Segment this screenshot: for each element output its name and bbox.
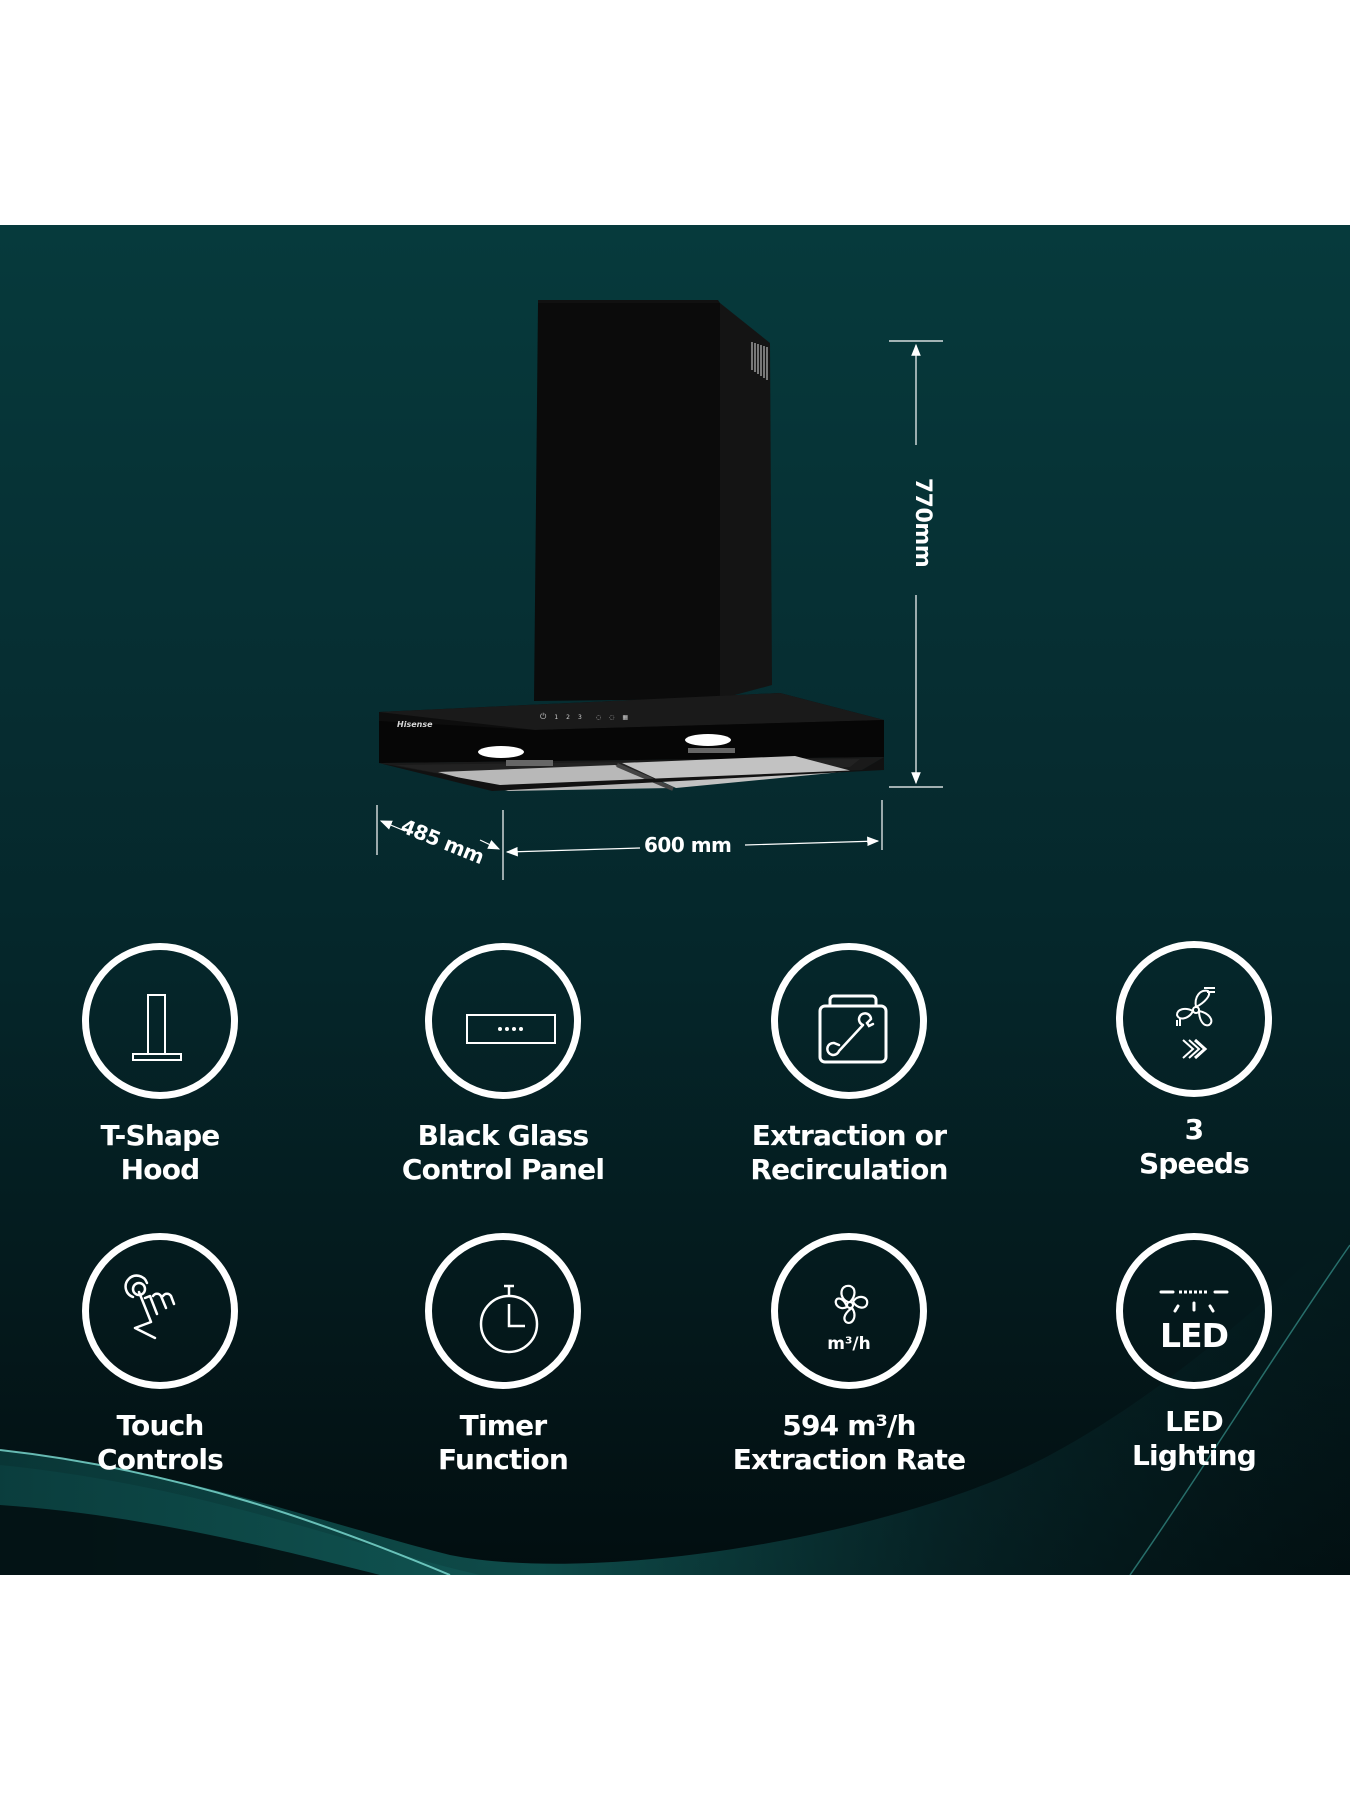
stopwatch-icon [479,1284,539,1354]
led-light-icon [1159,1290,1229,1313]
feature-circle [1116,941,1272,1097]
t-shape-hood-icon [132,994,182,1061]
range-hood-illustration [379,300,884,791]
feature-circle [82,1233,238,1389]
feature-circle: LED [1116,1233,1272,1389]
feature-circle: m³/h [771,1233,927,1389]
light-icon[interactable]: ◌ [595,713,602,721]
fan-speed-icon [1175,987,1215,1060]
fan-airflow-icon [834,1284,869,1324]
led-icon-text: LED [1160,1316,1229,1355]
feature-circle [82,943,238,1099]
decorative-wave [0,1225,1350,1575]
feature-circle [771,943,927,1099]
airflow-unit-label: m³/h [827,1334,871,1354]
hood-control-panel: ⏻ 1 2 3 ◌ ◌ ▦ [540,712,628,722]
speed-3-button[interactable]: 3 [577,713,582,721]
width-dimension-label: 600 mm [644,833,732,857]
feature-circle [425,1233,581,1389]
timer-icon[interactable]: ◌ [609,713,615,721]
touch-hand-icon [124,1274,176,1340]
dimension-lines [376,340,943,880]
speed-1-button[interactable]: 1 [554,713,559,721]
product-infographic-panel: Hisense ⏻ 1 2 3 ◌ ◌ ▦ [0,225,1350,1575]
filter-icon[interactable]: ▦ [622,713,628,721]
feature-circle [425,943,581,1099]
brand-logo: Hisense [397,720,433,729]
wrench-box-icon [818,994,888,1064]
height-dimension-label: 770mm [910,477,936,568]
glass-control-panel-icon [466,1014,556,1044]
vent-grille [751,342,768,380]
speed-2-button[interactable]: 2 [566,713,570,721]
power-icon[interactable]: ⏻ [540,712,547,721]
